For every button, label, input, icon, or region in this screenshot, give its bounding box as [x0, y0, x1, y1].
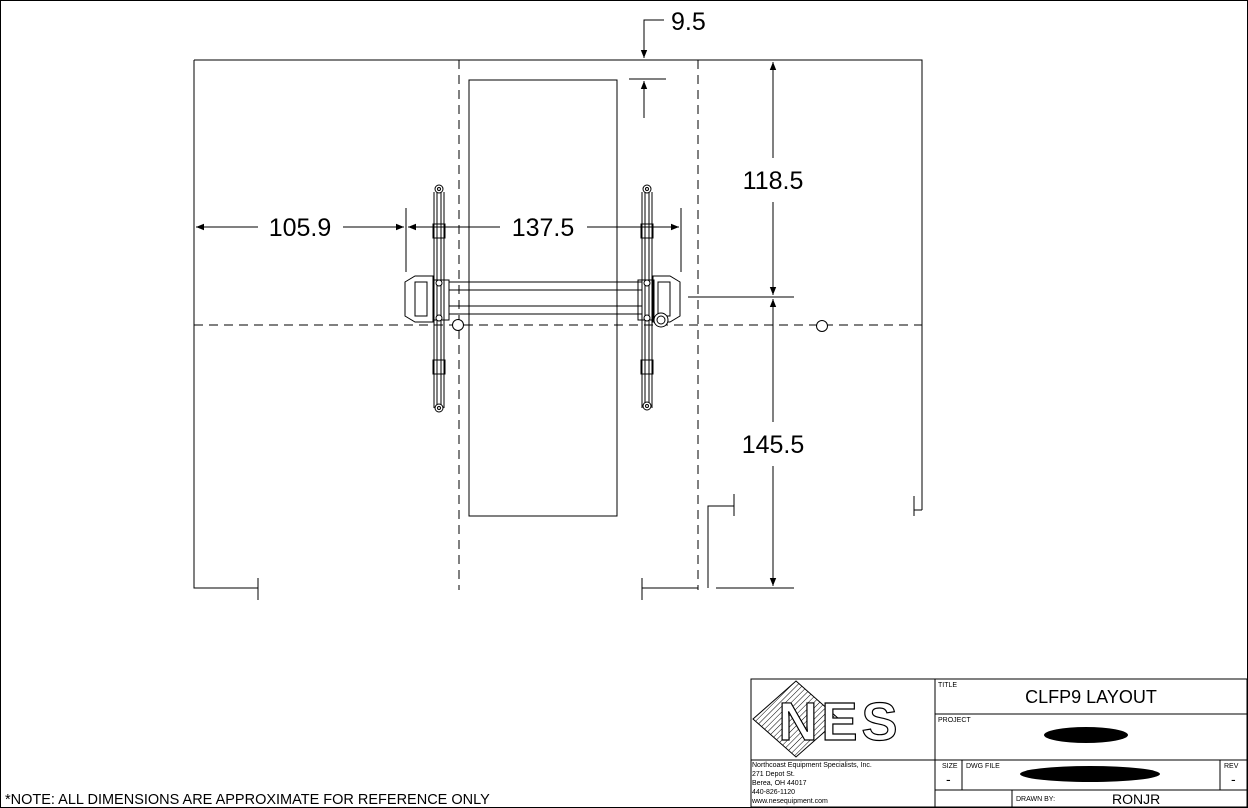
reference-note: *NOTE: ALL DIMENSIONS ARE APPROXIMATE FO…	[5, 792, 490, 808]
dwg-file-label: DWG FILE	[966, 763, 1000, 770]
centerlines	[194, 60, 922, 590]
company-street: 271 Depot St.	[752, 771, 795, 778]
lift-column-right	[637, 184, 681, 411]
project-redaction	[1044, 727, 1128, 743]
title-block	[750, 678, 1248, 808]
vehicle-outline	[468, 79, 618, 517]
dim-upper-length: 118.5	[743, 62, 804, 295]
dim-top-offset-label: 9.5	[671, 8, 706, 36]
rev-label: REV	[1224, 763, 1239, 770]
project-label: PROJECT	[938, 717, 971, 724]
dim-lower-length: 145.5	[742, 299, 805, 586]
dim-left-width: 105.9	[196, 214, 404, 242]
size-value: -	[946, 771, 951, 787]
bay-outline	[193, 59, 923, 600]
company-web: www.nesequipment.com	[751, 798, 828, 805]
drawing-title: CLFP9 LAYOUT	[1025, 687, 1157, 707]
title-label: TITLE	[938, 682, 957, 689]
dwg-file-redaction	[1020, 766, 1160, 782]
dim-left-width-label: 105.9	[269, 214, 332, 242]
dim-top-offset: 9.5	[640, 8, 706, 118]
crossbeams	[449, 281, 642, 315]
drawn-by-value: RONJR	[1112, 791, 1160, 807]
drawn-by-label: DRAWN BY:	[1016, 796, 1055, 803]
nes-logo: NES	[752, 680, 901, 758]
extension-lines	[405, 78, 794, 298]
reference-circle-left	[452, 319, 464, 331]
reference-circle-right	[816, 320, 828, 332]
dim-between-columns-label: 137.5	[512, 214, 575, 242]
company-city: Berea, OH 44017	[752, 780, 807, 787]
company-name: Northcoast Equipment Specialists, Inc.	[752, 762, 872, 769]
nes-logo-text: NES	[778, 692, 901, 752]
size-label: SIZE	[942, 763, 958, 770]
company-phone: 440-826-1120	[752, 789, 795, 796]
dim-upper-length-label: 118.5	[743, 167, 804, 195]
dim-lower-length-label: 145.5	[742, 431, 805, 459]
dim-between-columns: 137.5	[408, 214, 679, 242]
lift-column-left	[404, 184, 450, 413]
rev-value: -	[1231, 771, 1236, 787]
